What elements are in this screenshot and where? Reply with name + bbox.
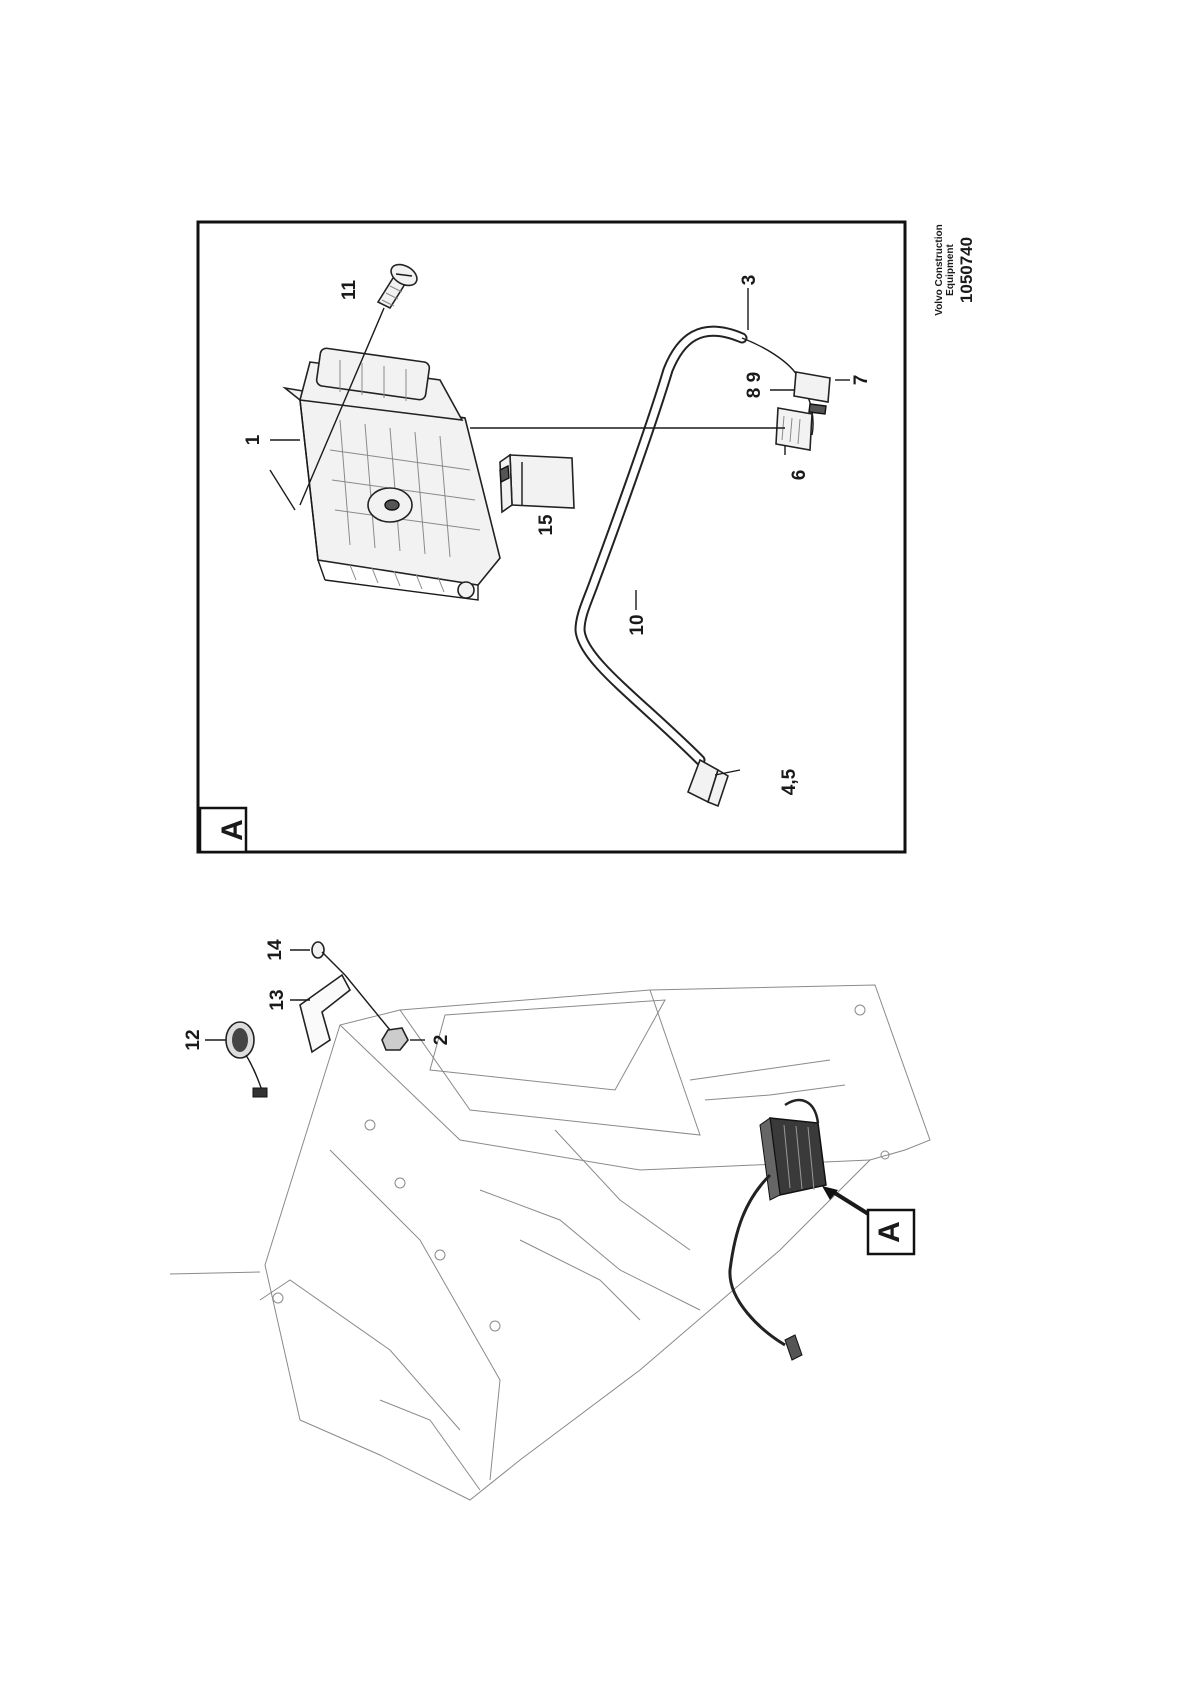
callout-10: 10 [627,614,648,635]
callout-12: 12 [183,1029,204,1050]
callout-8-9: 8 9 [744,372,765,398]
brand-line-1: Volvo Construction [934,224,945,315]
lamp-12 [225,1021,268,1098]
callout-4-5: 4,5 [779,768,800,795]
bracket-13 [299,973,352,1054]
mounted-control-unit [728,1098,872,1361]
drawing-id-block: Volvo Construction Equipment 1050740 [934,224,976,315]
overview-view-label: A [873,1221,906,1243]
screw-11 [299,263,418,506]
overview-view-label-box [866,1208,916,1256]
callout-6: 6 [789,470,810,481]
detail-view-a: A [196,220,907,854]
callout-15: 15 [536,514,557,536]
detail-view-label: A [216,819,249,841]
callout-11: 11 [339,280,360,301]
detail-view-label-box [198,806,248,854]
callout-2: 2 [431,1035,452,1046]
connector-4-5 [686,758,729,808]
callout-14: 14 [265,939,286,961]
bolt-14 [311,941,391,1031]
callout-13: 13 [267,989,288,1010]
wiring-harness [574,325,814,766]
detail-frame-border [196,220,907,854]
callout-1: 1 [243,434,264,445]
control-unit-housing [282,347,501,601]
nut-2 [381,1027,409,1051]
callout-3: 3 [739,275,760,286]
leader-lines [269,288,850,776]
cab-overview: A 12 13 14 2 [169,939,931,1501]
module-15 [499,453,575,514]
callout-7: 7 [851,375,872,386]
drawing-number: 1050740 [957,237,976,303]
connectors-6-9 [775,371,831,451]
brand-line-2: Equipment [945,244,956,296]
